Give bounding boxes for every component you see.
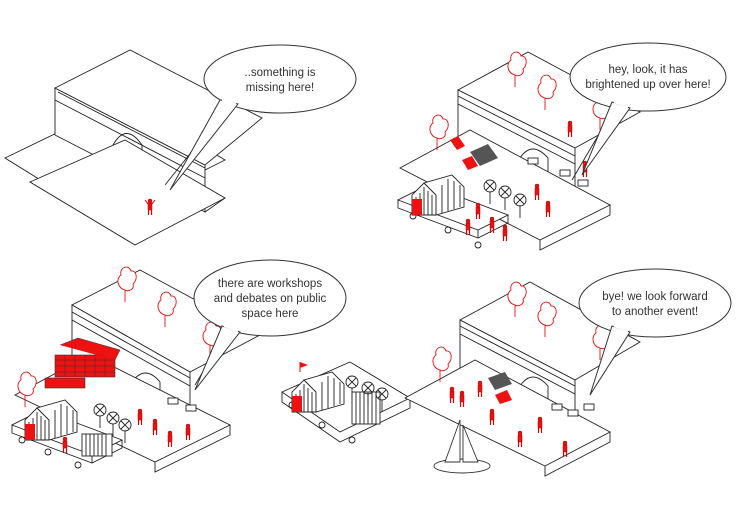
bubble-2-line-2: brightened up over here! — [585, 79, 710, 91]
bubble-3-line-3: space here — [242, 308, 299, 320]
person-figure — [144, 198, 156, 216]
sailboat-drawing — [433, 419, 491, 474]
speech-bubble-3: there are workshops and debates on public… — [193, 259, 347, 391]
panel-1-drawing — [4, 49, 263, 246]
bubble-2-line-1: hey, look, it has — [608, 64, 687, 76]
speech-bubble-1: ..something is missing here! — [169, 44, 357, 191]
bubble-1-line-1: ..something is — [245, 67, 316, 79]
bubble-4-line-1: bye! we look forward — [602, 291, 707, 303]
speech-bubble-2: hey, look, it has brightened up over here… — [569, 42, 727, 176]
bubble-3-line-1: there are workshops — [218, 278, 322, 290]
panel-2-drawing — [397, 51, 641, 251]
floating-boat-drawing — [281, 361, 411, 444]
bubble-1-line-2: missing here! — [246, 82, 314, 94]
bubble-4-line-2: to another event! — [612, 306, 698, 318]
panel-4-drawing — [404, 281, 641, 477]
bubble-3-line-2: and debates on public — [214, 293, 327, 305]
speech-bubble-4: bye! we look forward to another event! — [578, 268, 732, 396]
